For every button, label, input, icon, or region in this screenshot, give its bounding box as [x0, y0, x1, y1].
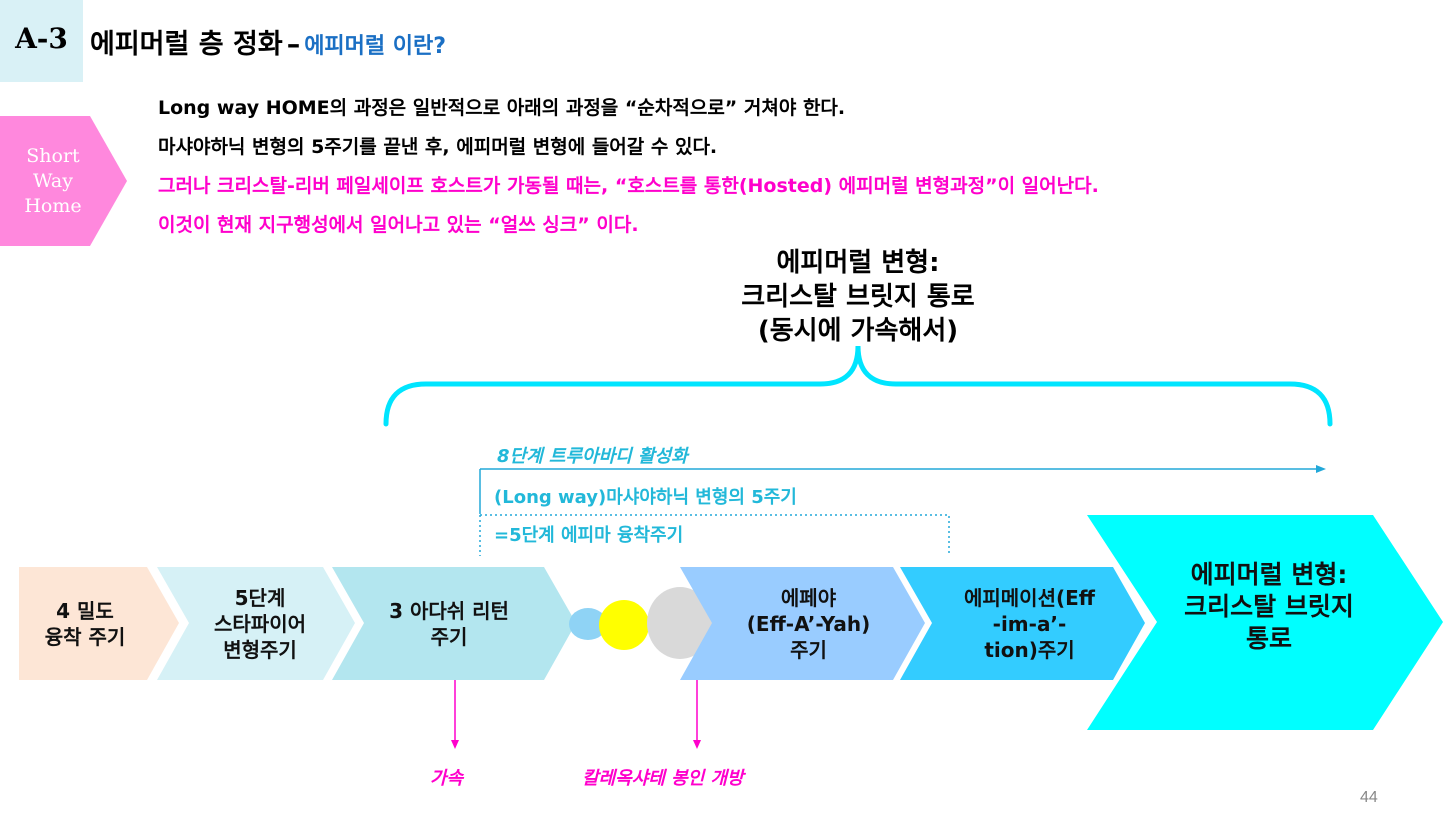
- dotted-bracket: [479, 514, 950, 556]
- brace-label-line: 크리스탈 브릿지 통로: [741, 282, 975, 312]
- stage-line: 4 밀도: [56, 598, 114, 623]
- stage-line: 주기: [790, 637, 827, 662]
- equals-label: =5단계 에피마 융착주기: [494, 525, 684, 546]
- acceleration-label: 가속: [430, 768, 464, 789]
- curly-brace: [383, 345, 1333, 427]
- stage-adashi-return: 3 아다쉬 리턴 주기: [332, 567, 576, 680]
- stage-line: tion)주기: [984, 637, 1075, 662]
- stage-line: 에피머럴 변형:: [1190, 559, 1348, 589]
- stage-4-density: 4 밀도 융착 주기: [19, 567, 179, 680]
- page-title: 에피머럴 층 정화–에피머럴 이란?: [90, 22, 446, 61]
- brace-label: 에피머럴 변형: 크리스탈 브릿지 통로 (동시에 가속해서): [708, 246, 1008, 348]
- acceleration-arrow-head: [451, 740, 459, 749]
- stage-line: 변형주기: [223, 637, 297, 662]
- stage-line: 5단계: [234, 585, 286, 610]
- stage-effaya: 에페야 (Eff-A’-Yah) 주기: [680, 567, 925, 680]
- stage-line: 스타파이어: [214, 611, 306, 636]
- activation-arrow-head: [1316, 465, 1326, 473]
- paragraph-4: 이것이 현재 지구행성에서 일어나고 있는 “얼쓰 싱크” 이다.: [158, 214, 639, 236]
- long-way-label: (Long way)마샤야하닉 변형의 5주기: [494, 487, 797, 508]
- stage-line: -im-a’-: [992, 611, 1067, 636]
- title-dash: –: [286, 29, 301, 60]
- seal-open-label: 칼레옥샤테 봉인 개방: [582, 768, 744, 789]
- stage-line: 에페야: [780, 585, 837, 610]
- stage-line: (Eff-A’-Yah): [746, 611, 871, 636]
- paragraph-2: 마샤야하닉 변형의 5주기를 끝낸 후, 에피머럴 변형에 들어갈 수 있다.: [158, 136, 718, 158]
- stage-line: 크리스탈 브릿지: [1184, 591, 1354, 621]
- paragraph-1: Long way HOME의 과정은 일반적으로 아래의 과정을 “순차적으로”…: [158, 97, 846, 119]
- side-tag-line: Short: [26, 144, 80, 167]
- side-tag-line: Way: [33, 169, 73, 192]
- seal-arrow-head: [693, 740, 701, 749]
- paragraph-3: 그러나 크리스탈-리버 페일세이프 호스트가 가동될 때는, “호스트를 통한(…: [158, 175, 1099, 197]
- stage-line: 에피메이션(Eff: [963, 585, 1095, 610]
- section-code: A-3: [0, 0, 83, 82]
- page-number: 44: [1360, 789, 1378, 806]
- yellow-circle: [599, 600, 649, 650]
- brace-label-line: (동시에 가속해서): [757, 316, 959, 346]
- stage-line: 통로: [1245, 623, 1292, 653]
- stage-line: 3 아다쉬 리턴: [389, 598, 509, 623]
- title-main: 에피머럴 층 정화: [90, 29, 283, 60]
- title-subtitle: 에피머럴 이란?: [304, 34, 447, 59]
- activation-label: 8단계 트루아바디 활성화: [497, 446, 688, 467]
- stage-starfire: 5단계 스타파이어 변형주기: [157, 567, 355, 680]
- brace-label-line: 에피머럴 변형:: [776, 248, 940, 278]
- stage-line: 주기: [430, 624, 468, 649]
- stage-line: 융착 주기: [44, 624, 126, 649]
- side-tag-line: Home: [24, 194, 82, 217]
- stage-effimation: 에피메이션(Eff -im-a’- tion)주기: [900, 567, 1145, 680]
